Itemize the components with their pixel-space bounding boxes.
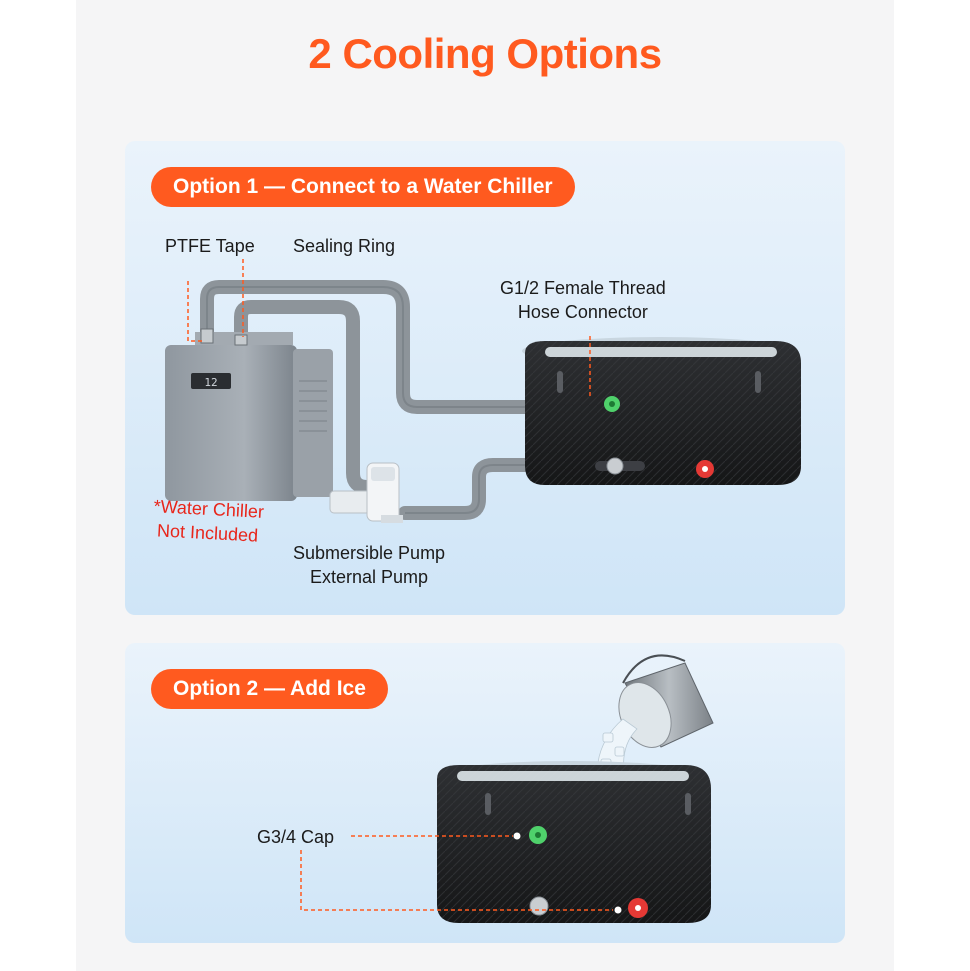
option1-heading: Option 1 — Connect to a Water Chiller [151,167,575,207]
cap-label: G3/4 Cap [257,827,335,847]
pump [329,462,403,523]
ice-bath-tub-option2 [437,761,711,923]
option1-illustration: 12 [165,259,801,523]
option2-panel: Option 2 — Add Ice [125,643,845,943]
pump-label-line2: External Pump [310,567,429,587]
connector-label-line2: Hose Connector [517,302,648,322]
ptfe-tape-label: PTFE Tape [165,236,255,256]
sealing-ring-label: Sealing Ring [293,236,396,256]
chiller-not-included-note: *Water Chiller Not Included [152,494,265,548]
pump-label: Submersible Pump External Pump [293,541,445,589]
option2-illustration [300,654,714,923]
ice-bath-tub [522,337,801,485]
page-title: 2 Cooling Options [308,30,662,77]
connector-label-line1: G1/2 Female Thread [500,278,666,298]
water-chiller: 12 [165,328,333,501]
option2-heading: Option 2 — Add Ice [151,669,388,709]
chiller-display: 12 [204,376,217,389]
connector-label: G1/2 Female Thread Hose Connector [500,276,666,324]
pump-label-line1: Submersible Pump [293,543,446,563]
option1-panel: Option 1 — Connect to a Water Chiller [125,141,845,615]
pump-to-tub-hose [398,458,532,520]
ptfe-tape-leader [187,281,203,342]
cap-leader-bottom [300,850,613,911]
